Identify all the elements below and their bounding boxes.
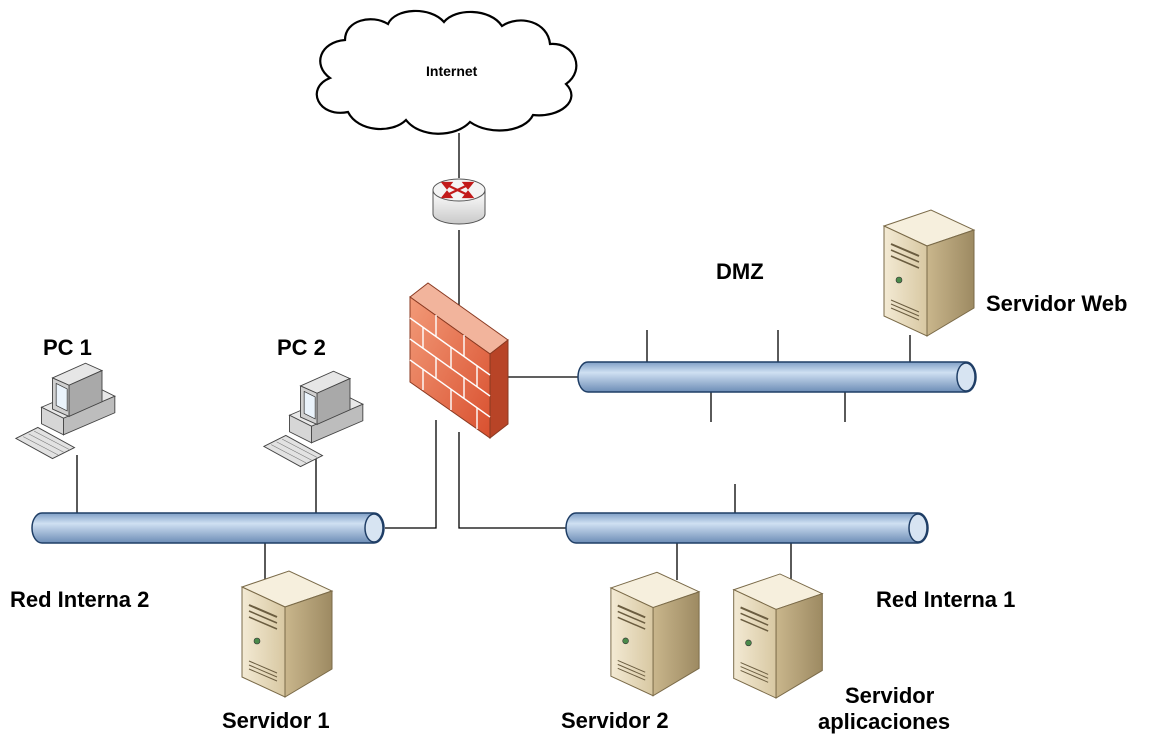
pc1-icon xyxy=(15,362,116,460)
bus-dmz xyxy=(577,361,977,393)
red-interna-1-label: Red Interna 1 xyxy=(876,587,1016,612)
pc1-label: PC 1 xyxy=(43,335,92,360)
bus-red-interna-2 xyxy=(31,512,385,544)
servidor-web-icon xyxy=(883,209,975,337)
link-firewall-red-interna-2 xyxy=(385,420,437,529)
servidor-1-label: Servidor 1 xyxy=(222,708,330,733)
servidor-aplicaciones-label-line2: aplicaciones xyxy=(818,709,951,734)
dmz-label: DMZ xyxy=(716,259,764,284)
link-firewall-red-interna-1 xyxy=(458,432,568,529)
pc2-icon xyxy=(263,370,364,468)
servidor-web-label: Servidor Web xyxy=(986,291,1128,316)
firewall-icon xyxy=(409,282,509,440)
servidor-aplicaciones-icon xyxy=(732,572,824,700)
bus-red-interna-1 xyxy=(565,512,929,544)
internet-cloud-icon xyxy=(315,9,578,135)
servidor-2-label: Servidor 2 xyxy=(561,708,669,733)
servidor-2-icon xyxy=(609,571,701,697)
pc2-label: PC 2 xyxy=(277,335,326,360)
internet-label: Internet xyxy=(426,63,478,79)
router-icon xyxy=(432,178,486,225)
connection-lines xyxy=(76,133,911,585)
servidor-1-icon xyxy=(240,569,334,699)
servidor-aplicaciones-label-line1: Servidor xyxy=(845,683,935,708)
red-interna-2-label: Red Interna 2 xyxy=(10,587,150,612)
